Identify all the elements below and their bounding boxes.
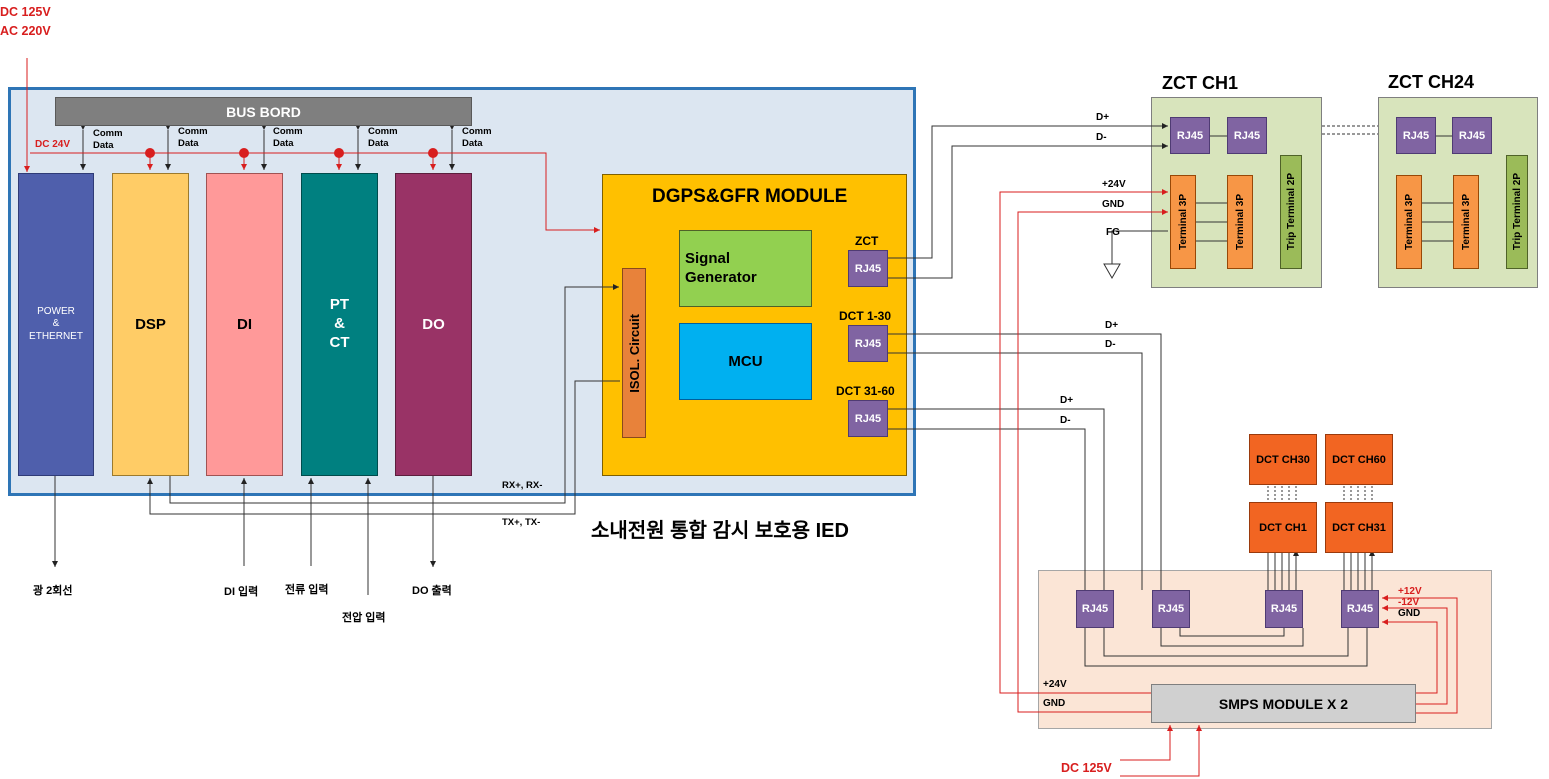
panel-rj45-1: RJ45: [1076, 590, 1114, 628]
signal-generator: Signal Generator: [679, 230, 812, 307]
voltage-input-label: 전압 입력: [342, 612, 386, 624]
pt-ct-card: PT & CT: [301, 173, 378, 476]
dct-ch31: DCT CH31: [1325, 502, 1393, 553]
bus-board: BUS BORD: [55, 97, 472, 126]
tx-label: TX+, TX-: [502, 517, 541, 528]
smps-m12-label: -12V: [1398, 597, 1420, 608]
dct-ch60: DCT CH60: [1325, 434, 1393, 485]
zct-d-plus-label: D+: [1096, 112, 1110, 123]
module-rj45-dct31: RJ45: [848, 400, 888, 437]
dct31-d-plus-label: D+: [1060, 395, 1074, 406]
isol-circuit-label: ISOL. Circuit: [626, 313, 642, 393]
zct-ch1-terminal-a: Terminal 3P: [1170, 175, 1196, 269]
comm-data-label: Comm Data: [93, 128, 123, 151]
do-output-label: DO 출력: [412, 585, 452, 597]
module-rj45-dct1: RJ45: [848, 325, 888, 362]
zct-ch24-terminal-b: Terminal 3P: [1453, 175, 1479, 269]
panel-rj45-2: RJ45: [1152, 590, 1190, 628]
zct-ch24-rj45-a: RJ45: [1396, 117, 1436, 154]
power-ethernet-card: POWER & ETHERNET: [18, 173, 94, 476]
zct-ch1-trip-terminal: Trip Terminal 2P: [1280, 155, 1302, 269]
dct1-d-minus-label: D-: [1105, 339, 1116, 350]
isol-circuit: ISOL. Circuit: [622, 268, 646, 438]
ac220-label: AC 220V: [0, 24, 51, 38]
fg-label: FG: [1106, 227, 1120, 238]
zct-24v-label: +24V: [1102, 179, 1126, 190]
comm-data-label: Comm Data: [368, 126, 398, 149]
current-input-label: 전류 입력: [285, 584, 329, 596]
dc125-label: DC 125V: [0, 5, 51, 19]
zct-ch24-rj45-b: RJ45: [1452, 117, 1492, 154]
dct-ch1: DCT CH1: [1249, 502, 1317, 553]
zct-ch24-trip-terminal: Trip Terminal 2P: [1506, 155, 1528, 269]
zct-ch1-rj45-a: RJ45: [1170, 117, 1210, 154]
rx-label: RX+, RX-: [502, 480, 543, 491]
smps-gnd-label: GND: [1043, 698, 1066, 709]
dct1-d-plus-label: D+: [1105, 320, 1119, 331]
zct-port-label: ZCT: [855, 234, 879, 248]
trip-terminal-label: Trip Terminal 2P: [1285, 173, 1297, 251]
mcu: MCU: [679, 323, 812, 400]
dc24-label: DC 24V: [35, 139, 71, 150]
smps-input-label: DC 125V: [1061, 761, 1112, 775]
smps-p12-label: +12V: [1398, 586, 1422, 597]
panel-rj45-4: RJ45: [1341, 590, 1379, 628]
terminal-label: Terminal 3P: [1403, 194, 1415, 250]
comm-data-label: Comm Data: [462, 126, 492, 149]
module-title: DGPS&GFR MODULE: [652, 186, 848, 207]
zct-ch1-title: ZCT CH1: [1162, 73, 1238, 93]
dct-ch30: DCT CH30: [1249, 434, 1317, 485]
panel-rj45-3: RJ45: [1265, 590, 1303, 628]
comm-data-label: Comm Data: [178, 126, 208, 149]
dct31-port-label: DCT 31-60: [836, 384, 895, 398]
smps-gnd2-label: GND: [1398, 608, 1421, 619]
terminal-label: Terminal 3P: [1177, 194, 1189, 250]
dsp-card: DSP: [112, 173, 189, 476]
dct1-port-label: DCT 1-30: [839, 309, 892, 323]
zct-ch1-rj45-b: RJ45: [1227, 117, 1267, 154]
do-card: DO: [395, 173, 472, 476]
smps-module: SMPS MODULE X 2: [1151, 684, 1416, 723]
di-input-label: DI 입력: [224, 586, 259, 598]
comm-data-label: Comm Data: [273, 126, 303, 149]
zct-ch24-terminal-a: Terminal 3P: [1396, 175, 1422, 269]
di-card: DI: [206, 173, 283, 476]
zct-d-minus-label: D-: [1096, 132, 1107, 143]
trip-terminal-label: Trip Terminal 2P: [1511, 173, 1523, 251]
terminal-label: Terminal 3P: [1234, 194, 1246, 250]
ied-title: 소내전원 통합 감시 보호용 IED: [591, 520, 849, 542]
module-rj45-zct: RJ45: [848, 250, 888, 287]
terminal-label: Terminal 3P: [1460, 194, 1472, 250]
optic-label: 광 2회선: [33, 585, 73, 597]
zct-gnd-label: GND: [1102, 199, 1125, 210]
smps-24v-label: +24V: [1043, 679, 1067, 690]
zct-ch1-terminal-b: Terminal 3P: [1227, 175, 1253, 269]
dct31-d-minus-label: D-: [1060, 415, 1071, 426]
zct-ch24-title: ZCT CH24: [1388, 72, 1475, 92]
